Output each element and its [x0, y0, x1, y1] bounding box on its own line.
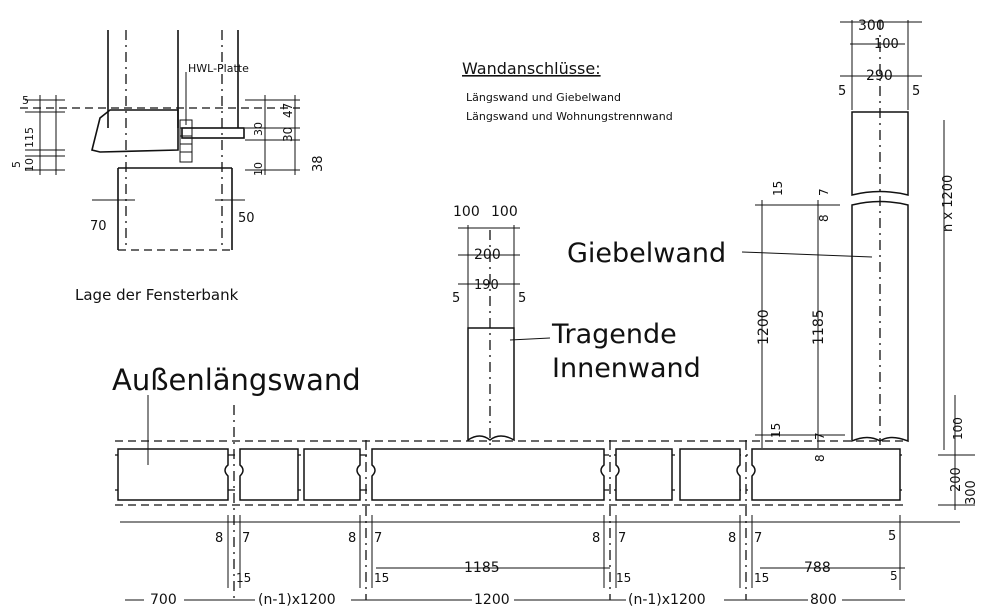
sill-detail [20, 30, 300, 251]
dim-inner-5a: 5 [452, 291, 460, 306]
hwl-label: HWL-Platte [188, 62, 249, 75]
dim-j3-7: 7 [618, 531, 626, 546]
detail-caption: Lage der Fensterbank [75, 286, 239, 304]
title: Wandanschlüsse: [462, 59, 601, 78]
gable-wall [741, 20, 975, 510]
dim-800: 800 [810, 592, 837, 608]
dim-d-30a: 30 [252, 122, 265, 136]
dim-d-115: 115 [23, 127, 36, 148]
dim-n1-1200-b: (n-1)x1200 [628, 592, 706, 608]
dim-side-7b: 7 [813, 432, 827, 440]
dim-j1-8: 8 [215, 531, 223, 546]
dim-15-2: 15 [374, 571, 389, 585]
dim-gable-290: 290 [866, 68, 893, 84]
dim-side-7a: 7 [817, 188, 831, 196]
dim-gable-100: 100 [874, 37, 899, 52]
dim-d-70: 70 [90, 219, 107, 234]
dim-mid-788: 788 [804, 560, 831, 576]
dim-d-50: 50 [238, 211, 255, 226]
inner-wall [458, 225, 551, 445]
outer-wall-row [115, 395, 905, 600]
dim-inner-5b: 5 [518, 291, 526, 306]
label-bg [808, 590, 842, 606]
dim-d-30b: 30 [281, 127, 295, 142]
dim-15-4: 15 [754, 571, 769, 585]
dim-side-300: 300 [964, 480, 979, 505]
dim-gable-5a: 5 [838, 84, 846, 99]
dim-1200: 1200 [474, 592, 510, 608]
dim-j5-5: 5 [888, 529, 896, 544]
dim-15-1: 15 [236, 571, 251, 585]
dim-inner-190: 190 [474, 278, 499, 293]
label-bg [472, 590, 514, 606]
label-bg [255, 590, 351, 606]
dim-d-47: 47 [281, 103, 295, 118]
label-outer-wall: Außenlängswand [112, 363, 361, 397]
dim-gable-n1200: n x 1200 [941, 175, 956, 232]
label-gable-wall: Giebelwand [567, 238, 726, 269]
dim-side-200: 200 [949, 467, 964, 492]
dim-side-8a: 8 [817, 214, 831, 222]
dim-side-1200: 1200 [756, 309, 772, 345]
dim-j4-7: 7 [754, 531, 762, 546]
dim-j3-8: 8 [592, 531, 600, 546]
dim-side-8b: 8 [813, 454, 827, 462]
label-bg [626, 590, 724, 606]
dim-d-10b: 10 [252, 162, 265, 176]
dim-j1-7: 7 [242, 531, 250, 546]
dim-d-5b: 5 [10, 161, 23, 168]
dim-d-38: 38 [311, 155, 326, 172]
label-bg [144, 590, 184, 606]
dim-j2-7: 7 [374, 531, 382, 546]
dim-gable-5b: 5 [912, 84, 920, 99]
dim-side-15b: 15 [769, 423, 783, 438]
dim-side-15a: 15 [771, 181, 785, 196]
dim-gable-300: 300 [858, 18, 885, 34]
dim-700: 700 [150, 592, 177, 608]
dim-15-3: 15 [616, 571, 631, 585]
dim-side-100: 100 [951, 417, 965, 440]
dim-j4-8: 8 [728, 531, 736, 546]
dim-mid-1185: 1185 [464, 560, 500, 576]
dim-n1-1200-a: (n-1)x1200 [258, 592, 336, 608]
label-inner-wall-2: Innenwand [552, 353, 701, 384]
dim-inner-100a: 100 [453, 204, 480, 220]
bottom-dimension-lines [120, 515, 960, 601]
dim-5-end: 5 [890, 569, 898, 583]
dim-d-5a: 5 [22, 94, 29, 107]
dim-inner-100b: 100 [491, 204, 518, 220]
dim-j2-8: 8 [348, 531, 356, 546]
subtitle-line-1: Längswand und Giebelwand [466, 91, 621, 104]
subtitle-line-2: Längswand und Wohnungstrennwand [466, 110, 673, 123]
dim-d-10a: 10 [23, 158, 36, 172]
dim-inner-200: 200 [474, 247, 501, 263]
label-inner-wall-1: Tragende [551, 319, 677, 350]
dim-side-1185: 1185 [811, 309, 827, 345]
